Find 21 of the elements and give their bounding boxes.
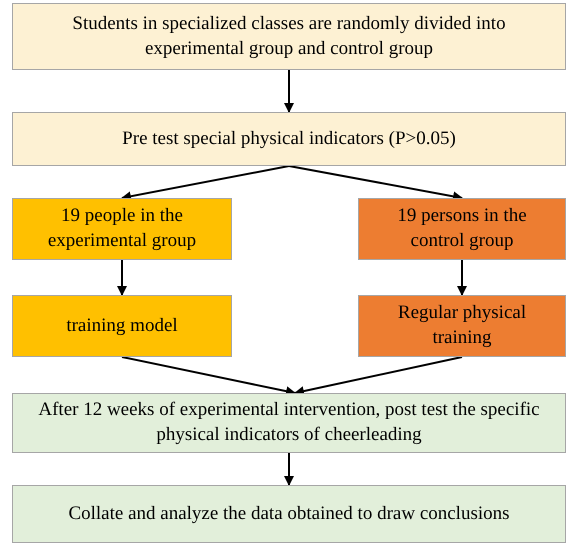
box-text: 19 persons in the control group xyxy=(396,204,528,253)
arrow xyxy=(284,453,294,486)
process-box xyxy=(12,112,566,166)
process-box xyxy=(358,295,566,357)
arrow xyxy=(117,260,127,296)
arrow xyxy=(284,70,294,113)
box-text: After 12 weeks of experimental intervention, post test the specific physical indicators of cheerleading xyxy=(37,398,541,447)
box-text: Pre test special physical indicators (P>0.05) xyxy=(122,126,456,151)
process-box xyxy=(12,198,232,260)
process-box xyxy=(12,393,566,453)
box-text: Regular physical training xyxy=(396,301,528,350)
arrow xyxy=(294,356,462,396)
process-box xyxy=(12,485,566,543)
box-text: Collate and analyze the data obtained to draw conclusions xyxy=(68,502,510,526)
box-text: Students in specialized classes are randomly divided into experimental group and control group xyxy=(71,12,507,60)
box-text: training model xyxy=(66,314,178,338)
process-box xyxy=(12,3,566,70)
arrow xyxy=(457,260,467,296)
process-box xyxy=(12,295,232,357)
box-text: 19 people in the experimental group xyxy=(46,204,198,253)
process-box xyxy=(358,198,566,260)
